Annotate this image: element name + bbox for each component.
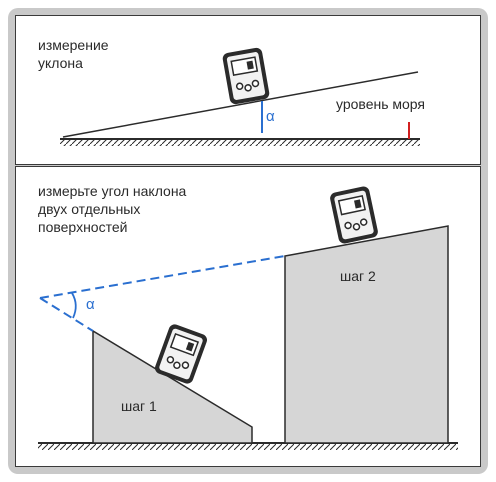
bottom-title-line1: измерьте угол наклона (38, 183, 187, 199)
angle-arc (71, 292, 77, 319)
bottom-title-line2: двух отдельных (38, 201, 141, 217)
step1-label: шаг 1 (121, 398, 157, 414)
ground-hatch-bottom (38, 443, 458, 450)
bottom-title-line3: поверхностей (38, 219, 128, 235)
extended-surface-line (39, 255, 286, 299)
sea-level-label: уровень моря (336, 96, 426, 112)
top-title-line1: измерение (38, 37, 109, 53)
slope-line (62, 71, 419, 138)
bottom-angle-symbol: α (86, 296, 95, 313)
top-title-line2: уклона (38, 55, 83, 71)
extended-slope-line (39, 297, 94, 332)
top-angle-symbol: α (266, 108, 275, 125)
ground-hatch (60, 139, 420, 146)
inclinometer-device-step2-icon (328, 184, 380, 246)
step1-block (92, 329, 253, 444)
step2-block (284, 225, 449, 444)
inclinometer-device-icon (221, 46, 271, 106)
step2-label: шаг 2 (340, 268, 376, 284)
